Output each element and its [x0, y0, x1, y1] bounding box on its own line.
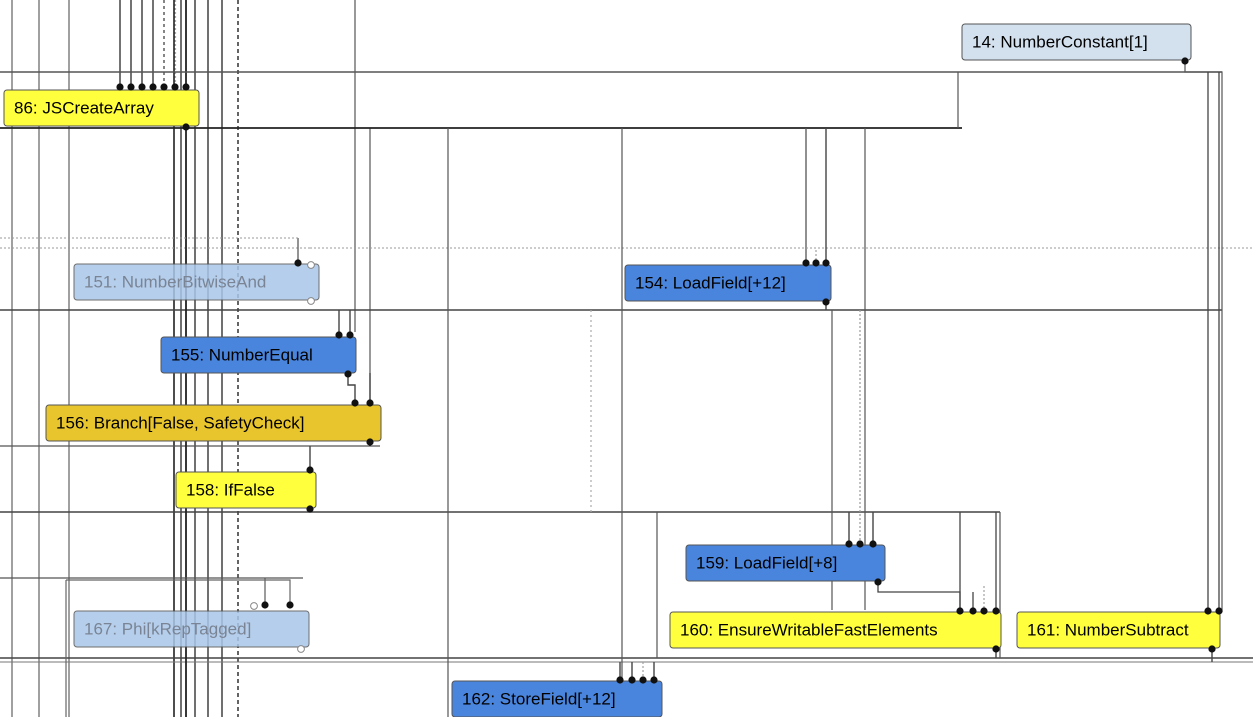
node-box[interactable]: [160, 336, 357, 374]
edge-endpoint-dot: [1208, 645, 1216, 653]
edge-endpoint-dot: [160, 83, 168, 91]
edge-endpoint-dot: [346, 331, 354, 339]
edge-endpoint-dot: [1204, 607, 1212, 615]
edge-endpoint-dot: [351, 399, 359, 407]
edge-endpoint-dot: [182, 123, 190, 131]
graph-edge: [1184, 60, 1223, 612]
node-box[interactable]: [685, 544, 886, 582]
graph-node[interactable]: 161: NumberSubtract: [1016, 611, 1221, 649]
edge-endpoint-dot: [802, 259, 810, 267]
edge-open-port: [297, 645, 305, 653]
edge-endpoint-dot: [980, 607, 988, 615]
edge-endpoint-dot: [639, 676, 647, 684]
graph-node[interactable]: 167: Phi[kRepTagged]: [73, 610, 310, 648]
edge-endpoint-dot: [261, 601, 269, 609]
graph-node[interactable]: 86: JSCreateArray: [3, 89, 200, 127]
edge-endpoint-dot: [616, 676, 624, 684]
graph-edge: [66, 579, 291, 604]
graph-edge: [310, 247, 817, 262]
node-label: 14: NumberConstant[1]: [972, 32, 1148, 51]
node-label: 167: Phi[kRepTagged]: [84, 619, 251, 638]
edge-endpoint-dot: [869, 540, 877, 548]
node-box[interactable]: [961, 23, 1192, 61]
edge-markers-layer: [116, 57, 1223, 684]
node-box[interactable]: [624, 264, 832, 302]
edge-endpoint-dot: [366, 399, 374, 407]
node-label: 156: Branch[False, SafetyCheck]: [56, 413, 305, 432]
graph-node[interactable]: 14: NumberConstant[1]: [961, 23, 1192, 61]
node-label: 162: StoreField[+12]: [462, 689, 616, 708]
graph-node[interactable]: 151: NumberBitwiseAnd: [73, 263, 320, 301]
node-box[interactable]: [451, 680, 663, 717]
nodes-layer[interactable]: 14: NumberConstant[1] 86: JSCreateArray 15…: [3, 23, 1221, 717]
node-box[interactable]: [1016, 611, 1221, 649]
edge-endpoint-dot: [874, 578, 882, 586]
edge-endpoint-dot: [127, 83, 135, 91]
edge-endpoint-dot: [650, 676, 658, 684]
node-box[interactable]: [175, 471, 317, 509]
graph-edge: [877, 581, 961, 610]
node-label: 154: LoadField[+12]: [635, 273, 786, 292]
edge-endpoint-dot: [822, 298, 830, 306]
edge-endpoint-dot: [822, 259, 830, 267]
node-box[interactable]: [45, 404, 382, 442]
edge-endpoint-dot: [845, 540, 853, 548]
edge-endpoint-dot: [335, 331, 343, 339]
edge-endpoint-dot: [1215, 607, 1223, 615]
edge-endpoint-dot: [294, 259, 302, 267]
graph-node[interactable]: 158: IfFalse: [175, 471, 317, 509]
edge-endpoint-dot: [1181, 57, 1189, 65]
node-label: 159: LoadField[+8]: [696, 553, 837, 572]
edge-endpoint-dot: [344, 370, 352, 378]
node-box[interactable]: [73, 263, 320, 301]
edge-open-port: [307, 297, 315, 305]
edge-endpoint-dot: [171, 83, 179, 91]
node-box[interactable]: [669, 611, 1002, 649]
edge-endpoint-dot: [138, 83, 146, 91]
edge-open-port: [250, 602, 258, 610]
graph-edge: [347, 373, 356, 402]
node-label: 158: IfFalse: [186, 480, 275, 499]
node-label: 86: JSCreateArray: [14, 98, 154, 117]
edge-endpoint-dot: [856, 540, 864, 548]
node-label: 151: NumberBitwiseAnd: [84, 272, 266, 291]
node-label: 161: NumberSubtract: [1027, 620, 1189, 639]
edge-endpoint-dot: [366, 438, 374, 446]
node-label: 155: NumberEqual: [171, 345, 313, 364]
edge-endpoint-dot: [969, 607, 977, 615]
node-box[interactable]: [73, 610, 310, 648]
edge-endpoint-dot: [628, 676, 636, 684]
edge-endpoint-dot: [182, 83, 190, 91]
edge-endpoint-dot: [992, 607, 1000, 615]
edge-endpoint-dot: [306, 466, 314, 474]
edge-endpoint-dot: [306, 505, 314, 513]
node-box[interactable]: [3, 89, 200, 127]
edge-endpoint-dot: [812, 259, 820, 267]
edge-endpoint-dot: [992, 645, 1000, 653]
graph-node[interactable]: 155: NumberEqual: [160, 336, 357, 374]
graph-node[interactable]: 160: EnsureWritableFastElements: [669, 611, 1002, 649]
graph-node[interactable]: 162: StoreField[+12]: [451, 680, 663, 717]
edge-endpoint-dot: [956, 607, 964, 615]
edge-endpoint-dot: [286, 601, 294, 609]
edge-open-port: [307, 261, 315, 269]
edge-endpoint-dot: [116, 83, 124, 91]
graph-node[interactable]: 159: LoadField[+8]: [685, 544, 886, 582]
edge-endpoint-dot: [149, 83, 157, 91]
graph-node[interactable]: 154: LoadField[+12]: [624, 264, 832, 302]
graph-node[interactable]: 156: Branch[False, SafetyCheck]: [45, 404, 382, 442]
node-label: 160: EnsureWritableFastElements: [680, 620, 938, 639]
